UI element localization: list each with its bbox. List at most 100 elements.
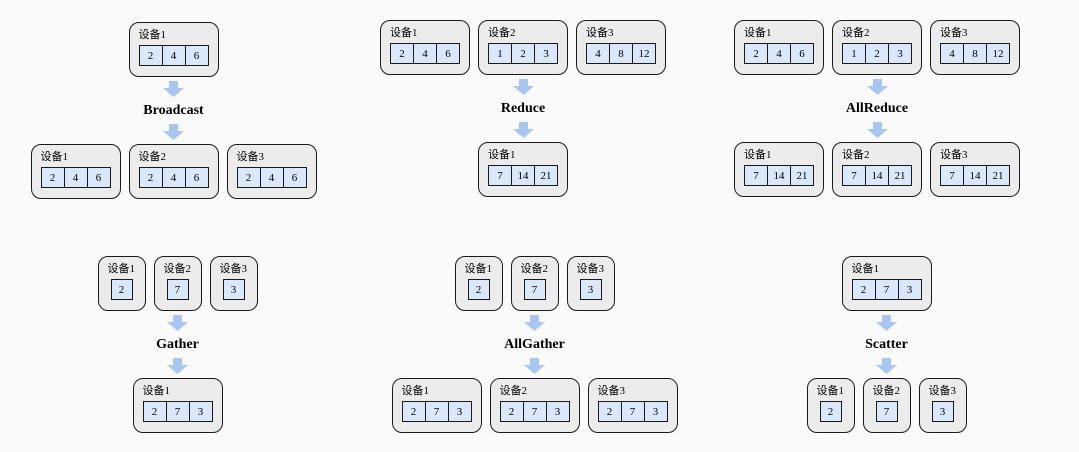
device-label: 设备3 <box>219 263 248 275</box>
device-cells-row: 7 <box>521 279 549 300</box>
device-label: 设备1 <box>107 263 136 275</box>
data-cell: 21 <box>790 165 814 186</box>
data-cell: 2 <box>401 401 426 422</box>
data-cell: 3 <box>897 279 922 300</box>
data-cell: 21 <box>888 165 912 186</box>
data-cell: 7 <box>620 401 645 422</box>
device-label: 设备3 <box>576 263 605 275</box>
data-cell: 3 <box>545 401 570 422</box>
operation-label: AllReduce <box>845 101 909 116</box>
data-cell: 7 <box>874 279 899 300</box>
device-label: 设备1 <box>464 263 493 275</box>
data-cell: 7 <box>522 401 547 422</box>
device-label: 设备1 <box>744 27 772 39</box>
device-label: 设备2 <box>842 149 870 161</box>
device-box: 设备3 3 <box>209 256 258 311</box>
data-cell: 3 <box>579 279 602 300</box>
data-cell: 2 <box>236 167 261 188</box>
data-cell: 12 <box>986 43 1010 64</box>
target-devices-row: 设备1 2 设备2 7 设备3 3 <box>806 378 967 433</box>
data-cell: 7 <box>940 165 964 186</box>
data-cell: 2 <box>467 279 490 300</box>
data-cell: 2 <box>744 43 768 64</box>
device-label: 设备2 <box>842 27 870 39</box>
device-cells-row: 2 <box>465 279 493 300</box>
data-cell: 3 <box>447 401 472 422</box>
operation-label: Reduce <box>500 101 546 116</box>
data-cell: 21 <box>534 165 558 186</box>
data-cell: 8 <box>963 43 987 64</box>
down-arrow-icon <box>163 124 184 140</box>
down-arrow-icon <box>512 122 534 138</box>
data-cell: 7 <box>166 279 189 300</box>
device-cells-row: 2 <box>108 279 136 300</box>
device-box: 设备3 3 <box>918 378 967 433</box>
device-label: 设备1 <box>401 385 430 397</box>
data-cell: 4 <box>767 43 791 64</box>
operation-label: Broadcast <box>143 103 204 118</box>
down-arrow-icon <box>524 315 545 331</box>
data-cell: 14 <box>511 165 535 186</box>
down-arrow-icon <box>866 122 888 138</box>
data-cell: 4 <box>259 167 284 188</box>
device-label: 设备2 <box>520 263 549 275</box>
data-cell: 7 <box>488 165 512 186</box>
data-cell: 8 <box>609 43 633 64</box>
data-cell: 6 <box>436 43 460 64</box>
data-cell: 6 <box>790 43 814 64</box>
data-cell: 2 <box>390 43 414 64</box>
data-cell: 2 <box>138 45 163 66</box>
data-cell: 7 <box>165 401 190 422</box>
data-cell: 2 <box>499 401 524 422</box>
data-cell: 3 <box>534 43 558 64</box>
device-cells-row: 3 <box>929 401 957 422</box>
data-cell: 4 <box>161 45 186 66</box>
device-label: 设备2 <box>499 385 528 397</box>
device-cells-row: 3 <box>220 279 248 300</box>
data-cell: 4 <box>413 43 437 64</box>
data-cell: 4 <box>586 43 610 64</box>
operation-label: Gather <box>156 337 199 352</box>
device-label: 设备3 <box>597 385 626 397</box>
down-arrow-icon <box>524 358 545 374</box>
data-cell: 3 <box>931 401 954 422</box>
source-devices-row: 设备1 2 设备2 7 设备3 3 <box>97 256 258 311</box>
data-cell: 3 <box>643 401 668 422</box>
device-label: 设备1 <box>40 151 69 163</box>
device-cells-row: 3 <box>577 279 605 300</box>
operation-label: AllGather <box>504 337 565 352</box>
data-cell: 12 <box>632 43 656 64</box>
